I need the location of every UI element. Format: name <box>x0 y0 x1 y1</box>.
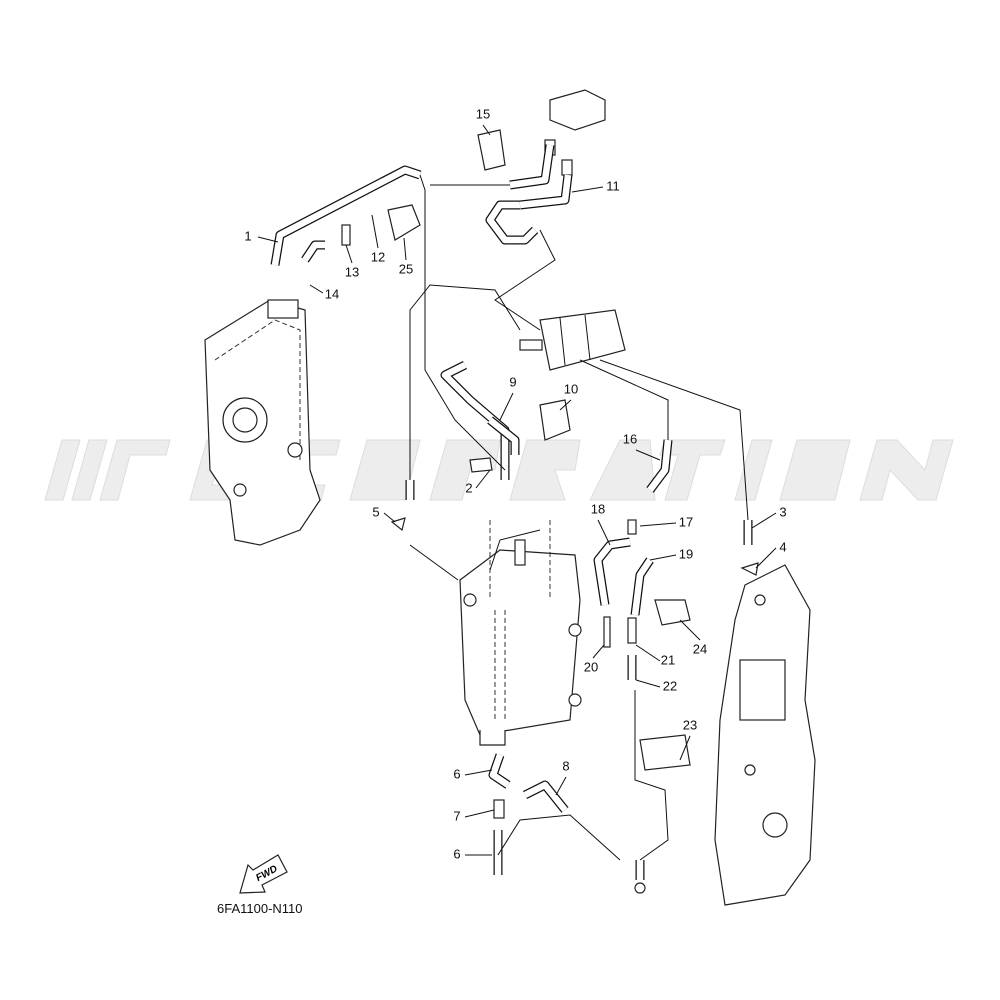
callout-13: 13 <box>345 264 359 279</box>
callout-6: 6 <box>453 766 460 781</box>
callout-18: 18 <box>591 501 605 516</box>
right-cylinder-block <box>714 564 816 906</box>
watermark <box>44 439 954 501</box>
clip-2 <box>469 457 493 473</box>
callout-17: 17 <box>679 514 693 529</box>
callout-11: 11 <box>606 178 620 193</box>
pipe-20 <box>603 616 611 648</box>
callout-8: 8 <box>562 758 569 773</box>
charcoal-canister <box>519 309 626 371</box>
hose-runs <box>409 174 749 861</box>
clip-5 <box>390 517 406 532</box>
vapor-separator <box>459 520 582 746</box>
callout-14: 14 <box>325 286 339 301</box>
diagram-code: 6FA1100-N110 <box>217 901 303 916</box>
callout-4: 4 <box>779 539 786 554</box>
callout-1: 1 <box>244 228 251 243</box>
callout-24: 24 <box>693 641 707 656</box>
callout-10: 10 <box>564 381 578 396</box>
clip-4 <box>740 562 759 576</box>
callout-2: 2 <box>465 480 472 495</box>
callout-3: 3 <box>779 504 786 519</box>
hoses <box>270 144 753 880</box>
callout-23: 23 <box>683 717 697 732</box>
fwd-arrow: FWD <box>239 854 288 894</box>
clamp-10 <box>539 399 571 441</box>
joint-21 <box>627 617 637 644</box>
leader-lines <box>257 124 777 856</box>
clamp-23 <box>639 734 691 771</box>
joint-7 <box>493 799 505 819</box>
callout-9: 9 <box>509 374 516 389</box>
bolt-13 <box>341 224 351 246</box>
callout-21: 21 <box>661 652 675 667</box>
callout-12: 12 <box>371 249 385 264</box>
joint-17 <box>627 519 637 535</box>
callout-15: 15 <box>476 106 490 121</box>
clamps <box>341 129 759 894</box>
solenoid-valve <box>544 89 606 176</box>
callout-22: 22 <box>663 678 677 693</box>
clamp-15 <box>477 129 506 171</box>
bolt <box>634 882 646 894</box>
callout-5: 5 <box>372 504 379 519</box>
callout-6b: 6 <box>453 846 460 861</box>
clamp-24 <box>654 599 691 626</box>
callout-19: 19 <box>679 546 693 561</box>
callout-25: 25 <box>399 261 413 276</box>
callout-7: 7 <box>453 808 460 823</box>
callout-20: 20 <box>584 659 598 674</box>
clamp-25 <box>387 204 421 241</box>
callout-numbers: 1 2 3 4 5 6 6 7 8 9 10 11 12 13 14 15 16… <box>244 106 786 861</box>
callout-16: 16 <box>623 431 637 446</box>
left-intake-manifold <box>204 299 321 546</box>
